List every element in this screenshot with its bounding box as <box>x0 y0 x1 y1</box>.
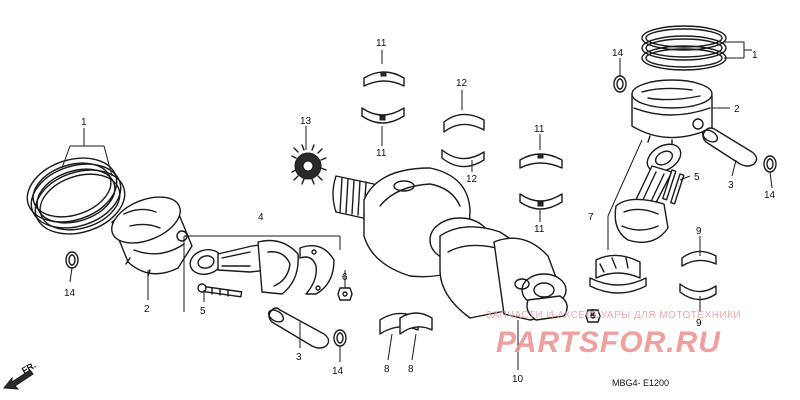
main-bearing-upper-1 <box>363 71 405 87</box>
callout-14-top-right: 14 <box>612 48 624 59</box>
watermark: ЗАПЧАСТИ И АКСЕССУАРЫ ДЛЯ МОТОТЕХНИКИ PA… <box>486 310 741 359</box>
callout-12-lower: 12 <box>466 174 478 185</box>
timing-gear <box>291 144 327 185</box>
piston-right <box>631 79 713 147</box>
callout-labels: 1 1 2 2 3 3 4 5 5 6 6 7 8 8 9 9 10 11 11… <box>64 38 776 385</box>
piston-pin-left <box>267 307 330 349</box>
callout-7: 7 <box>588 212 594 223</box>
callout-14-left-2: 14 <box>332 366 344 377</box>
callout-2-left: 2 <box>144 304 150 315</box>
callout-3-right: 3 <box>728 180 734 191</box>
watermark-logo: PARTSFOR.RU <box>496 326 721 359</box>
callout-9-upper: 9 <box>696 226 702 237</box>
watermark-tagline: ЗАПЧАСТИ И АКСЕССУАРЫ ДЛЯ МОТОТЕХНИКИ <box>486 310 741 321</box>
callout-8-right: 8 <box>408 364 414 375</box>
connecting-rod-right <box>585 143 685 323</box>
callout-1-right: 1 <box>752 50 758 61</box>
front-arrow-icon <box>3 369 34 390</box>
bracket-7 <box>607 139 643 250</box>
snap-ring-left-2 <box>333 329 347 347</box>
callout-6-right: 6 <box>590 308 596 319</box>
callout-11-top-upper: 11 <box>376 38 387 49</box>
rod-bearing-lower-right <box>399 312 433 335</box>
callout-10: 10 <box>512 374 524 385</box>
piston-rings-left <box>26 157 126 235</box>
callout-11-top-lower: 11 <box>376 148 387 159</box>
snap-ring-right-1 <box>613 75 627 93</box>
piston-rings-right <box>641 25 727 71</box>
crankshaft <box>332 167 568 321</box>
callout-4: 4 <box>258 212 264 223</box>
snap-ring-right-2 <box>763 155 777 173</box>
callout-3-left: 3 <box>296 352 302 363</box>
callout-11-right-lower: 11 <box>534 224 545 235</box>
callout-5-right: 5 <box>694 172 700 183</box>
main-bearing-lower-2 <box>519 193 563 210</box>
snap-ring-left <box>65 251 79 269</box>
main-bearing-upper-2 <box>519 153 563 169</box>
callout-14-left: 14 <box>64 288 76 299</box>
piston-left <box>111 196 193 277</box>
leader-lines <box>61 41 773 370</box>
callout-14-right: 14 <box>764 190 776 201</box>
bracket-4 <box>183 235 341 312</box>
diagram-code: MBG4- E1200 <box>612 378 669 388</box>
front-label: FR. <box>20 360 38 376</box>
piston-pin-right <box>701 127 758 167</box>
callout-2-right: 2 <box>734 104 740 115</box>
callout-5-left: 5 <box>200 306 206 317</box>
rod-bearing-right-lower <box>679 283 717 301</box>
callout-6-left: 6 <box>342 272 348 283</box>
callout-11-right-upper: 11 <box>534 124 545 135</box>
thrust-bearing-lower <box>441 149 485 168</box>
front-direction-marker: FR. <box>3 360 38 390</box>
thrust-bearing-upper <box>443 113 485 133</box>
callout-1-left: 1 <box>81 117 87 128</box>
rod-bearing-right-upper <box>681 250 717 267</box>
connecting-rod-left <box>189 239 353 301</box>
callout-8-left: 8 <box>384 364 390 375</box>
main-bearing-lower-1 <box>361 107 405 124</box>
callout-13: 13 <box>300 116 312 127</box>
callout-9-lower: 9 <box>696 318 702 329</box>
callout-12-upper: 12 <box>456 78 468 89</box>
